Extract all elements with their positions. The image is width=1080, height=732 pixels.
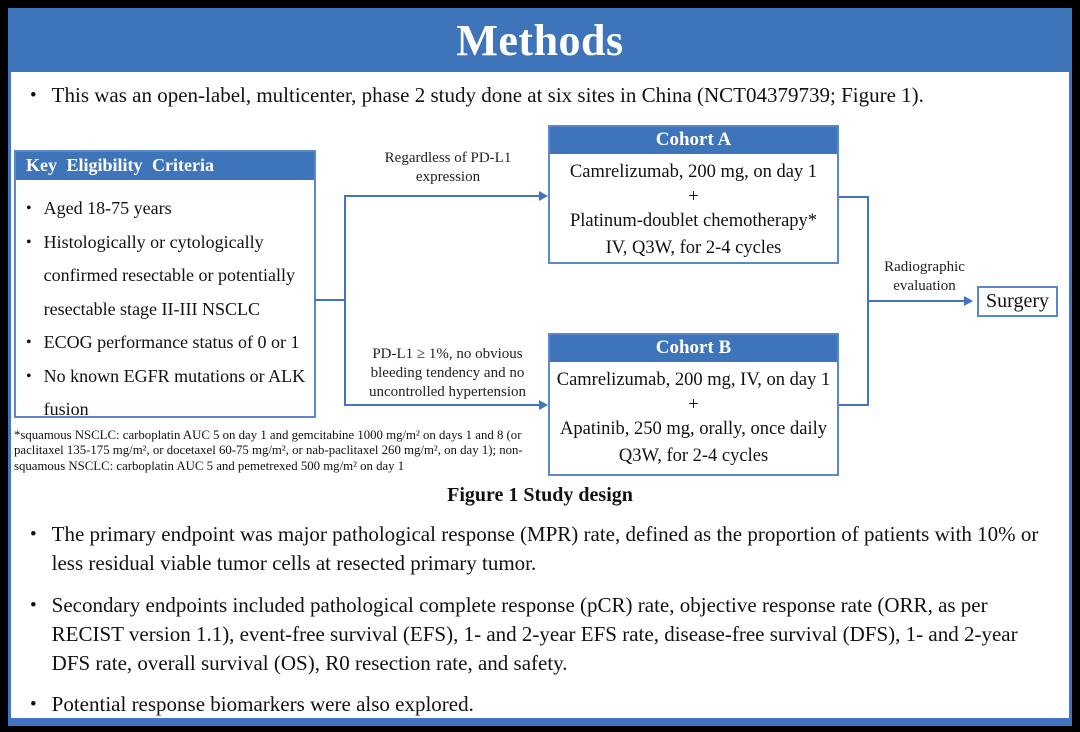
- connector-line: [315, 299, 346, 301]
- cohort-a-line: IV, Q3W, for 2-4 cycles: [605, 238, 782, 258]
- arrow-to-cohort-b: [346, 404, 539, 406]
- cohort-a-out-line: [839, 196, 869, 198]
- cohort-b-box: Cohort B Camrelizumab, 200 mg, IV, on da…: [548, 333, 839, 476]
- bullet-icon: •: [30, 595, 37, 616]
- evaluation-label: Radiographic evaluation: [884, 259, 965, 294]
- chemo-footnote: *squamous NSCLC: carboplatin AUC 5 on da…: [14, 428, 523, 473]
- eligibility-item-text: No known EGFR mutations or ALK fusion: [43, 365, 306, 420]
- page-title: Methods: [456, 15, 624, 65]
- eligibility-item-text: ECOG performance status of 0 or 1: [43, 332, 300, 352]
- cohort-b-header: Cohort B: [550, 335, 837, 362]
- bullet-text: Potential response biomarkers were also …: [51, 692, 474, 716]
- cohort-a-line: Platinum-doublet chemotherapy*: [569, 211, 818, 231]
- bullet-icon: •: [26, 367, 32, 385]
- bullet-icon: •: [30, 85, 37, 106]
- bullet-text: The primary endpoint was major pathologi…: [51, 522, 1039, 575]
- figure-caption: Figure 1 Study design: [447, 484, 633, 506]
- intro-bullet-text: This was an open-label, multicenter, pha…: [51, 83, 924, 107]
- arrow-to-surgery: [869, 300, 964, 302]
- branch-line: [344, 195, 346, 406]
- arrow-to-cohort-a: [346, 195, 539, 197]
- arrowhead-icon: [539, 191, 548, 201]
- eligibility-box: Key Eligibility Criteria • Aged 18-75 ye…: [14, 150, 316, 419]
- bullet-icon: •: [30, 524, 37, 545]
- eligibility-header: Key Eligibility Criteria: [16, 152, 314, 180]
- biomarker-bullet: • Potential response biomarkers were als…: [30, 690, 1052, 719]
- arrowhead-icon: [539, 400, 548, 410]
- cohort-a-line: Camrelizumab, 200 mg, on day 1: [569, 162, 818, 182]
- eligibility-item: • Aged 18-75 years: [26, 192, 308, 226]
- cohort-b-line: Camrelizumab, 200 mg, IV, on day 1: [556, 370, 831, 390]
- eligibility-item: • Histologically or cytologically confir…: [26, 226, 308, 327]
- cohort-b-line: Q3W, for 2-4 cycles: [618, 446, 769, 466]
- bullet-icon: •: [26, 200, 32, 217]
- cohort-a-box: Cohort A Camrelizumab, 200 mg, on day 1 …: [548, 125, 839, 264]
- eligibility-list: • Aged 18-75 years • Histologically or c…: [16, 180, 314, 435]
- cohort-a-body: Camrelizumab, 200 mg, on day 1 + Platinu…: [550, 154, 837, 269]
- bullet-icon: •: [30, 694, 37, 715]
- endpoint-bullet-primary: • The primary endpoint was major patholo…: [30, 520, 1052, 578]
- collector-line: [867, 196, 869, 406]
- eligibility-item: • No known EGFR mutations or ALK fusion: [26, 360, 308, 427]
- surgery-label: Surgery: [986, 290, 1049, 312]
- cohort-b-out-line: [839, 404, 869, 406]
- arrowhead-icon: [964, 296, 973, 306]
- bullet-icon: •: [26, 233, 32, 251]
- intro-bullet: • This was an open-label, multicenter, p…: [30, 81, 1050, 110]
- plus-sign: +: [688, 395, 699, 415]
- eligibility-item-text: Histologically or cytologically confirme…: [43, 231, 296, 319]
- surgery-box: Surgery: [977, 286, 1058, 317]
- eligibility-item-text: Aged 18-75 years: [43, 198, 172, 218]
- bullet-icon: •: [26, 334, 32, 351]
- cohort-b-body: Camrelizumab, 200 mg, IV, on day 1 + Apa…: [550, 362, 837, 477]
- cohort-b-line: Apatinib, 250 mg, orally, once daily: [560, 419, 827, 439]
- branch-top-label: Regardless of PD-L1 expression: [384, 150, 512, 185]
- cohort-a-header: Cohort A: [550, 127, 837, 154]
- branch-bottom-label: PD-L1 ≥ 1%, no obvious bleeding tendency…: [368, 346, 527, 400]
- endpoint-bullet-secondary: • Secondary endpoints included pathologi…: [30, 591, 1052, 678]
- bullet-text: Secondary endpoints included pathologica…: [51, 593, 1018, 675]
- plus-sign: +: [688, 187, 699, 207]
- title-banner: Methods: [8, 8, 1072, 72]
- eligibility-item: • ECOG performance status of 0 or 1: [26, 326, 308, 360]
